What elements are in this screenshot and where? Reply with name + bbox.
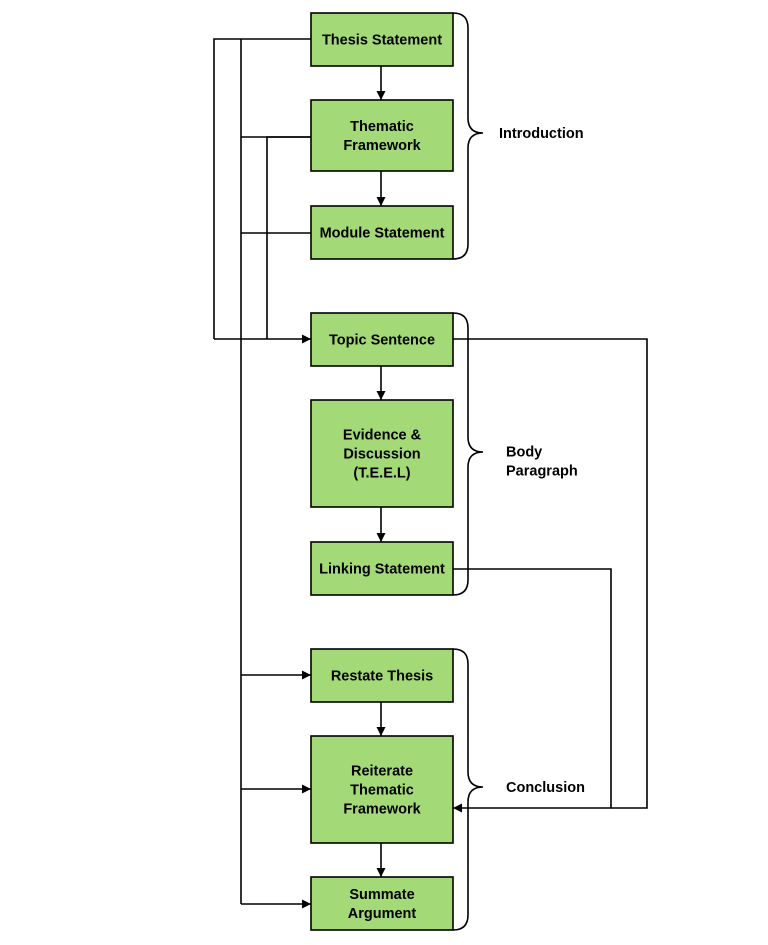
- node-linking-statement: Linking Statement: [310, 541, 454, 596]
- section-braces: [452, 12, 484, 931]
- line-framework-branch: [266, 136, 311, 339]
- node-evidence-discussion-label-line-3: (T.E.E.L): [353, 466, 410, 482]
- node-thesis-statement: Thesis Statement: [310, 12, 454, 67]
- node-reiterate-framework-label-line-3: Framework: [343, 802, 421, 818]
- brace-introduction: [452, 12, 484, 260]
- section-label-conclusion-line-1: Conclusion: [506, 780, 585, 796]
- section-label-body-paragraph-line-1: Body: [506, 445, 542, 461]
- node-topic-sentence-label: Topic Sentence: [329, 333, 435, 349]
- node-summate-argument-label-line-2: Argument: [348, 906, 417, 922]
- brace-conclusion: [452, 648, 484, 931]
- node-reiterate-framework-label-line-2: Thematic: [350, 783, 414, 799]
- node-module-statement-label: Module Statement: [320, 226, 445, 242]
- line-thesis-left: [213, 38, 311, 339]
- node-reiterate-framework-label-line-1: Reiterate: [351, 764, 413, 780]
- node-thematic-framework-label-line-1: Thematic: [350, 119, 414, 135]
- node-topic-sentence-label-line-1: Topic Sentence: [329, 333, 435, 349]
- node-evidence-discussion-label: Evidence & Discussion (T.E.E.L): [343, 428, 422, 482]
- node-topic-sentence: Topic Sentence: [310, 312, 454, 367]
- line-linking-right-loop: [453, 568, 612, 813]
- node-module-statement: Module Statement: [310, 205, 454, 260]
- node-thesis-statement-label: Thesis Statement: [322, 33, 442, 49]
- node-evidence-discussion-label-line-2: Discussion: [343, 447, 420, 463]
- section-label-introduction-line-1: Introduction: [499, 126, 584, 142]
- node-thesis-statement-label-line-1: Thesis Statement: [322, 33, 442, 49]
- node-restate-thesis-label-line-1: Restate Thesis: [331, 669, 433, 685]
- node-summate-argument-label-line-1: Summate: [349, 887, 414, 903]
- line-topic-right-loop: [453, 338, 648, 809]
- node-linking-statement-label: Linking Statement: [319, 562, 445, 578]
- node-restate-thesis: Restate Thesis: [310, 648, 454, 703]
- section-label-conclusion: Conclusion: [506, 780, 585, 796]
- section-label-introduction: Introduction: [499, 126, 584, 142]
- node-linking-statement-label-line-1: Linking Statement: [319, 562, 445, 578]
- node-evidence-discussion-label-line-1: Evidence &: [343, 428, 422, 444]
- node-evidence-discussion: Evidence & Discussion (T.E.E.L): [310, 399, 454, 508]
- brace-body: [452, 312, 484, 596]
- node-module-statement-label-line-1: Module Statement: [320, 226, 445, 242]
- connectors: [213, 38, 648, 909]
- section-label-body-paragraph-line-2: Paragraph: [506, 464, 578, 480]
- node-restate-thesis-label: Restate Thesis: [331, 669, 433, 685]
- node-thematic-framework-label-line-2: Framework: [343, 138, 421, 154]
